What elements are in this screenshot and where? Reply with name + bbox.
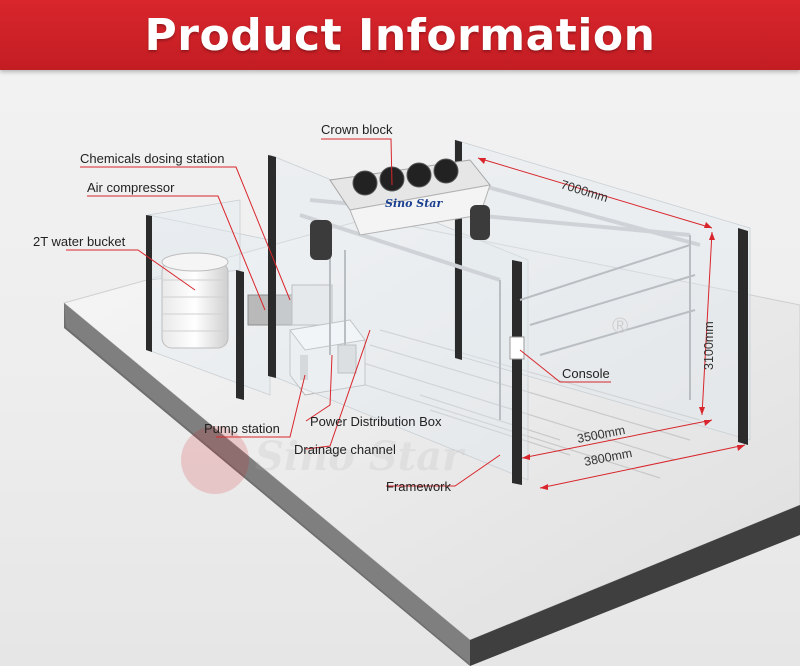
gantry-walls bbox=[268, 139, 751, 485]
registered-mark: ® bbox=[612, 313, 628, 338]
page-title: Product Information bbox=[144, 9, 656, 61]
header-banner: Product Information bbox=[0, 0, 800, 70]
label-console: Console bbox=[562, 366, 610, 381]
label-power-distribution-box: Power Distribution Box bbox=[310, 414, 442, 429]
dimension-3100: 3100mm bbox=[699, 231, 716, 416]
leader-lines bbox=[66, 138, 611, 487]
label-crown-block: Crown block bbox=[321, 122, 393, 137]
label-drainage-channel: Drainage channel bbox=[294, 442, 396, 457]
water-tank bbox=[161, 252, 229, 349]
crown-block: Sino Star bbox=[310, 158, 491, 260]
watermark-text: Sino Star bbox=[255, 433, 466, 480]
label-pump-station: Pump station bbox=[204, 421, 280, 436]
brand-logo: Sino Star bbox=[385, 197, 443, 210]
callout-labels: Crown block Chemicals dosing station Air… bbox=[33, 122, 610, 494]
label-air-compressor: Air compressor bbox=[87, 180, 175, 195]
console-box bbox=[509, 336, 525, 360]
equipment-room bbox=[247, 284, 366, 396]
label-water-bucket: 2T water bucket bbox=[33, 234, 126, 249]
svg-text:3100mm: 3100mm bbox=[702, 321, 716, 370]
watermark: Sino Star bbox=[181, 426, 466, 494]
label-framework: Framework bbox=[386, 479, 452, 494]
label-chemicals-dosing-station: Chemicals dosing station bbox=[80, 151, 225, 166]
